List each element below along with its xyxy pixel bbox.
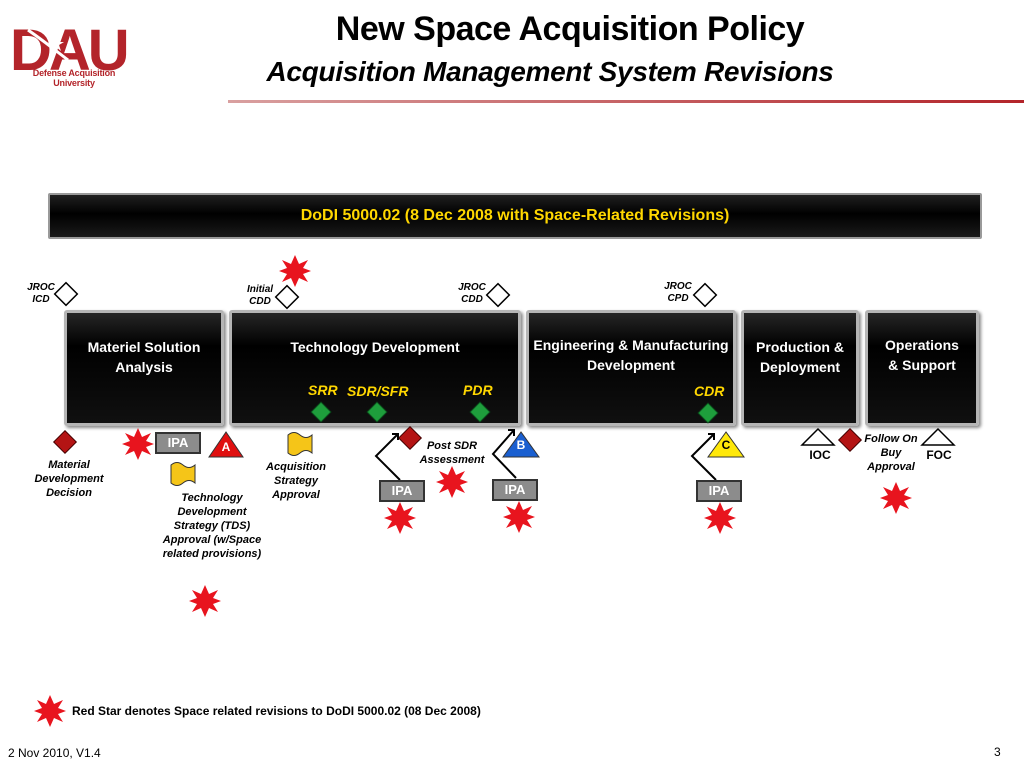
legend-text: Red Star denotes Space related revisions… xyxy=(72,704,481,718)
asa-label: Acquisition Strategy Approval xyxy=(266,461,326,501)
phase-label: Technology Development xyxy=(290,339,460,355)
milestone-a-label: A xyxy=(221,440,231,454)
phase-production-deployment: Production & Deployment xyxy=(741,310,859,426)
legend-star-icon xyxy=(34,695,66,727)
review-pdr-label: PDR xyxy=(463,382,493,398)
star-icon xyxy=(503,501,535,533)
mdd-diamond-icon xyxy=(52,429,78,455)
follow-on-buy-label: Follow On Buy Approval xyxy=(864,433,918,473)
mdd-label: Material Development Decision xyxy=(34,459,104,499)
review-cdr-label: CDR xyxy=(694,383,725,399)
svg-text:DAU: DAU xyxy=(10,18,127,82)
review-sdr-sfr-label: SDR/SFR xyxy=(347,383,409,399)
post-sdr-label: Post SDR Assessment xyxy=(419,440,485,466)
cdr-diamond-icon xyxy=(697,402,719,424)
phase-label: Engineering & Manufacturing Development xyxy=(533,337,729,373)
arrow-icon xyxy=(690,433,717,481)
dau-logo: DAU xyxy=(10,18,130,82)
initial-cdd-label: Initial CDD xyxy=(246,284,274,307)
milestone-b-label: B xyxy=(516,438,526,452)
star-icon xyxy=(704,502,736,534)
jroc-cdd-diamond-icon xyxy=(485,282,511,308)
ioc-triangle-icon xyxy=(800,427,836,446)
milestone-c-triangle-icon xyxy=(707,431,745,458)
milestone-a-triangle-icon xyxy=(208,431,244,458)
header-divider xyxy=(228,100,1024,103)
phase-engineering-manufacturing-development: Engineering & Manufacturing Development xyxy=(526,310,736,426)
jroc-cpd-diamond-icon xyxy=(692,282,718,308)
phase-label: Operations & Support xyxy=(885,337,959,373)
jroc-icd-diamond-icon xyxy=(53,281,79,307)
dodi-banner-text: DoDI 5000.02 (8 Dec 2008 with Space-Rela… xyxy=(300,207,730,224)
jroc-icd-label: JROC ICD xyxy=(27,282,55,305)
foc-triangle-icon xyxy=(920,427,956,446)
dodi-banner: DoDI 5000.02 (8 Dec 2008 with Space-Rela… xyxy=(48,193,982,239)
page-subtitle: Acquisition Management System Revisions xyxy=(266,56,834,87)
page-number: 3 xyxy=(994,745,1001,759)
star-icon xyxy=(189,585,221,617)
star-icon xyxy=(384,502,416,534)
sdr-diamond-icon xyxy=(366,401,388,423)
phase-label: Materiel Solution Analysis xyxy=(87,339,201,375)
star-icon xyxy=(880,482,912,514)
foc-label: FOC xyxy=(926,448,952,462)
milestone-c-label: C xyxy=(721,438,731,452)
star-icon xyxy=(122,428,154,460)
tds-label: Technology Development Strategy (TDS) Ap… xyxy=(162,492,262,560)
arrow-icon xyxy=(374,433,401,481)
ipa-box-emd: IPA xyxy=(492,479,538,501)
star-icon xyxy=(279,255,311,287)
logo-star-icon xyxy=(48,36,64,51)
phase-operations-support: Operations & Support xyxy=(865,310,979,426)
ipa-box-td: IPA xyxy=(379,480,425,502)
star-icon xyxy=(436,466,468,498)
tds-flag-icon xyxy=(170,462,196,486)
arrow-icon xyxy=(491,429,517,479)
follow-on-diamond-icon xyxy=(837,427,863,453)
ioc-label: IOC xyxy=(809,448,831,462)
ipa-box-pd: IPA xyxy=(696,480,742,502)
footer-version-date: 2 Nov 2010, V1.4 xyxy=(8,746,101,760)
jroc-cpd-label: JROC CPD xyxy=(664,281,692,304)
pdr-diamond-icon xyxy=(469,401,491,423)
review-srr-label: SRR xyxy=(308,382,338,398)
srr-diamond-icon xyxy=(310,401,332,423)
phase-materiel-solution-analysis: Materiel Solution Analysis xyxy=(64,310,224,426)
jroc-cdd-label: JROC CDD xyxy=(458,282,486,305)
asa-flag-icon xyxy=(287,432,313,456)
phase-label: Production & Deployment xyxy=(756,339,844,375)
logo-subtext: Defense Acquisition University xyxy=(32,68,116,88)
post-sdr-diamond-icon xyxy=(397,425,423,451)
page-title: New Space Acquisition Policy xyxy=(335,10,805,48)
milestone-b-triangle-icon xyxy=(502,431,540,458)
initial-cdd-diamond-icon xyxy=(274,284,300,310)
ipa-box-msa: IPA xyxy=(155,432,201,454)
